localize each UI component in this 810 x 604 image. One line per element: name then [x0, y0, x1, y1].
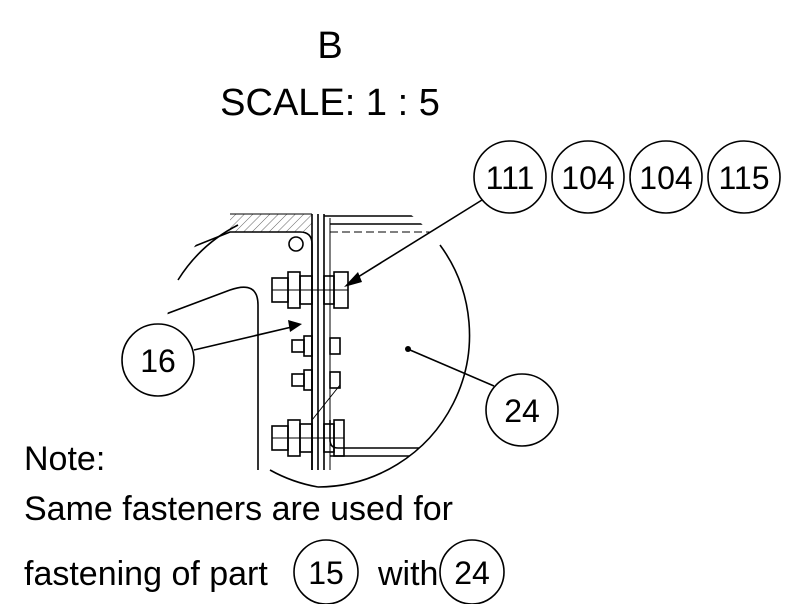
balloon-111: 111 [486, 160, 535, 196]
top-balloons: 111 104 104 115 [473, 140, 781, 214]
bolt-bottom [271, 419, 345, 457]
balloon-24: 24 [504, 393, 540, 429]
balloon-115: 115 [718, 160, 769, 196]
note-heading: Note: [24, 440, 105, 478]
rivets [291, 335, 341, 391]
note-line1: Same fasteners are used for [24, 490, 453, 528]
note-line2-mid: with [377, 555, 438, 593]
note-balloon-24 [439, 539, 505, 604]
view-scale: SCALE: 1 : 5 [220, 82, 440, 124]
balloon-16: 16 [140, 343, 176, 379]
balloon-104-a: 104 [561, 160, 614, 196]
balloon-24-group: 24 [405, 346, 559, 447]
note-line2-prefix: fastening of part [24, 555, 268, 593]
note-part-15: 15 [308, 555, 344, 591]
bolt-top [271, 271, 349, 309]
note-part-24: 24 [454, 555, 490, 591]
note-balloon-15 [293, 539, 359, 604]
view-label: B [317, 25, 342, 67]
detail-geometry [166, 213, 460, 470]
leader-top [344, 199, 483, 287]
balloon-16-group: 16 [121, 320, 302, 397]
balloon-104-b: 104 [639, 160, 692, 196]
